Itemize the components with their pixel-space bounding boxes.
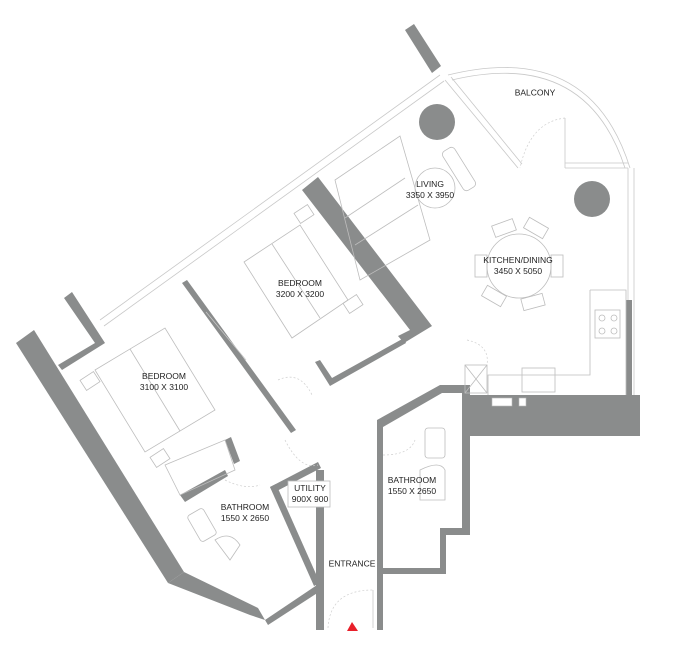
wall bbox=[626, 300, 632, 436]
wall bbox=[168, 572, 265, 620]
room-dimensions: 3350 X 3950 bbox=[405, 190, 455, 200]
wall bbox=[270, 484, 320, 586]
wall bbox=[302, 177, 432, 343]
room-label-bathroom-2: BATHROOM 1550 X 2650 bbox=[388, 475, 436, 497]
room-label-bedroom-2: BEDROOM 3200 X 3200 bbox=[276, 278, 324, 300]
wall bbox=[180, 470, 228, 502]
room-label-utility: UTILITY 900X 900 bbox=[292, 483, 328, 505]
room-name: BEDROOM bbox=[142, 371, 186, 381]
room-name: BALCONY bbox=[514, 87, 556, 98]
wall bbox=[265, 583, 322, 625]
wall bbox=[405, 24, 441, 73]
entrance-arrow-icon bbox=[347, 622, 358, 631]
room-label-bathroom-1: BATHROOM 1550 X 2650 bbox=[221, 502, 269, 524]
room-name: BEDROOM bbox=[278, 278, 322, 288]
room-label-entrance: ENTRANCE bbox=[329, 559, 376, 570]
wall bbox=[462, 385, 470, 528]
door-swing bbox=[284, 439, 319, 467]
door-swing bbox=[466, 339, 488, 366]
room-name: UTILITY bbox=[294, 483, 326, 493]
room-label-living: LIVING 3350 X 3950 bbox=[406, 179, 454, 201]
tv-console bbox=[441, 146, 477, 192]
wall bbox=[225, 437, 240, 464]
facade-glazing bbox=[99, 74, 445, 327]
room-dimensions: 900X 900 bbox=[291, 494, 329, 504]
utility-box bbox=[287, 480, 331, 508]
dining-table bbox=[474, 216, 564, 312]
wall bbox=[316, 470, 324, 630]
wall bbox=[383, 568, 446, 574]
room-name: KITCHEN/DINING bbox=[483, 255, 553, 265]
door-swing bbox=[224, 479, 261, 487]
bed bbox=[79, 327, 216, 468]
room-dimensions: 3100 X 3100 bbox=[139, 382, 189, 392]
sofa bbox=[334, 135, 431, 281]
kitchen-counter bbox=[464, 289, 627, 395]
room-name: ENTRANCE bbox=[328, 558, 376, 569]
door-swing bbox=[327, 589, 374, 629]
wall bbox=[182, 280, 296, 433]
wall bbox=[16, 330, 184, 583]
door-swing bbox=[277, 376, 313, 396]
wall bbox=[440, 528, 446, 574]
wall bbox=[440, 528, 470, 535]
column bbox=[574, 181, 610, 217]
room-label-kitchen-dining: KITCHEN/DINING 3450 X 5050 bbox=[483, 255, 552, 277]
wall bbox=[377, 385, 470, 427]
room-name: LIVING bbox=[416, 179, 444, 189]
door-swing bbox=[382, 439, 416, 456]
room-name: BATHROOM bbox=[387, 475, 437, 485]
room-label-balcony: BALCONY bbox=[515, 88, 556, 99]
wall bbox=[270, 462, 321, 493]
room-dimensions: 1550 X 2650 bbox=[220, 513, 270, 523]
column bbox=[419, 104, 455, 140]
room-dimensions: 3450 X 5050 bbox=[493, 266, 543, 276]
wall bbox=[315, 338, 406, 386]
rug bbox=[414, 167, 456, 209]
room-dimensions: 3200 X 3200 bbox=[275, 289, 325, 299]
balcony-outline bbox=[447, 67, 631, 169]
room-name: BATHROOM bbox=[220, 502, 270, 512]
wall bbox=[470, 395, 640, 436]
wall bbox=[377, 420, 383, 630]
bed bbox=[243, 204, 364, 339]
wall bbox=[58, 292, 105, 370]
room-label-bedroom-1: BEDROOM 3100 X 3100 bbox=[140, 371, 188, 393]
room-dimensions: 1550 X 2650 bbox=[387, 486, 437, 496]
